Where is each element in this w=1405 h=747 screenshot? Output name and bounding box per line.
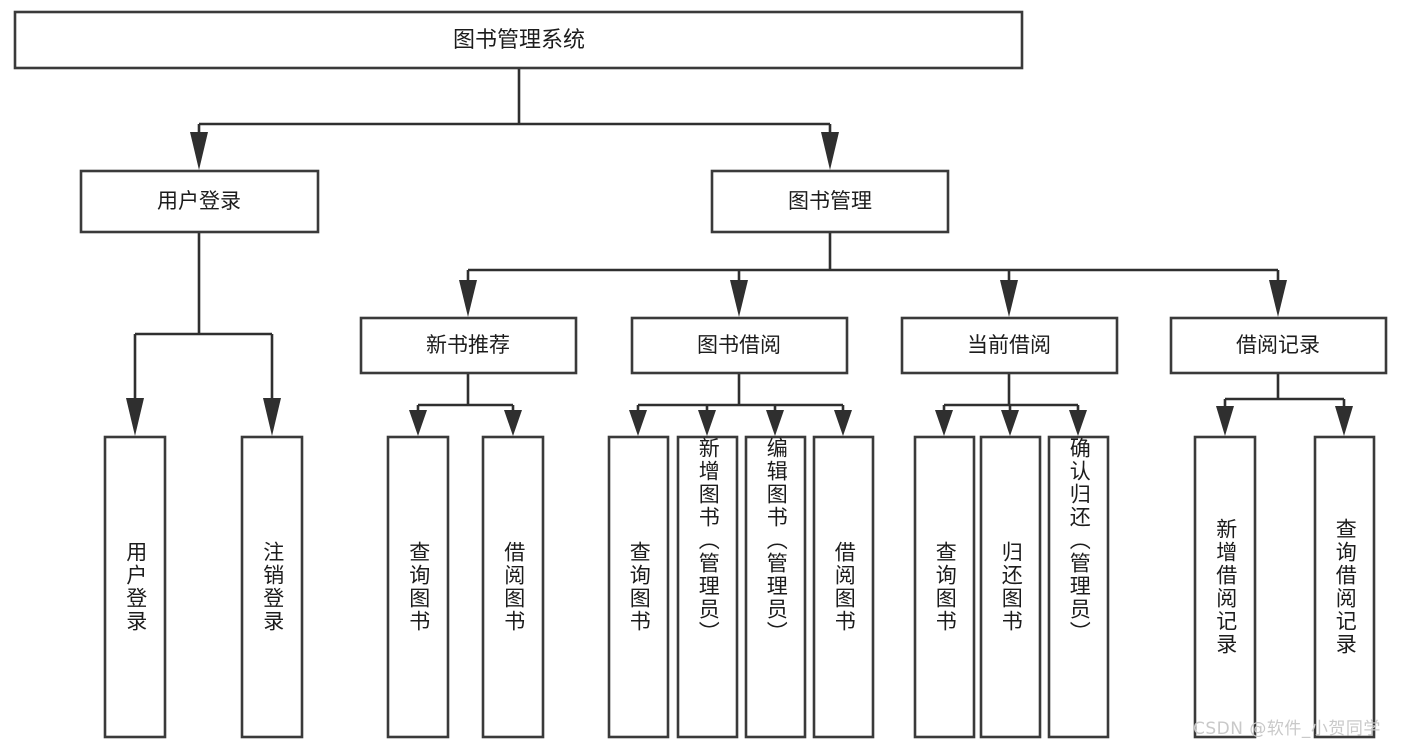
arrow-head-bookborrow-0 [629,410,647,436]
connector-group-newbook-to-leaves [409,373,522,436]
node-level1-user-login-label: 用户登录 [157,189,241,213]
node-leaf-book-borrow-0[interactable] [607,435,670,739]
arrow-head-bookborrow-2 [766,410,784,436]
node-leaf-new-book-recommend-1[interactable] [481,435,545,739]
node-level1-book-management[interactable] [710,169,950,234]
node-leaf-user-login-0[interactable] [103,435,167,739]
connector-group-currentborrow-to-leaves [935,373,1087,436]
arrow-head-level2-1 [730,280,748,317]
node-level2-borrow-record[interactable] [1169,316,1388,375]
arrow-head-currentborrow-2 [1069,410,1087,436]
node-level2-borrow-record-label: 借阅记录 [1236,333,1320,357]
arrow-head-level2-3 [1269,280,1287,317]
arrow-head-level1-1 [821,132,839,170]
node-level2-book-borrow-label: 图书借阅 [697,333,781,357]
node-leaf-borrow-record-0[interactable] [1193,435,1257,739]
node-root-book-management-system[interactable] [13,10,1024,70]
connector-group-borrowrecord-to-leaves [1216,373,1353,436]
arrow-head-borrowrecord-0 [1216,406,1234,436]
connector-group-bookmgmt-to-level2 [459,232,1287,317]
node-leaf-current-borrow-2[interactable] [1047,435,1110,739]
connector-group-bookborrow-to-leaves [629,373,852,436]
arrow-head-bookborrow-1 [698,410,716,436]
arrow-head-newbook-1 [504,410,522,436]
node-leaf-current-borrow-0[interactable] [913,435,976,739]
arrow-head-newbook-0 [409,410,427,436]
csdn-watermark: CSDN @软件_小贺同学 [1193,719,1381,739]
node-leaf-book-borrow-1[interactable] [676,435,739,739]
node-level2-book-borrow[interactable] [630,316,849,375]
arrow-head-userlogin-1 [263,398,281,436]
node-level1-book-management-label: 图书管理 [788,189,872,213]
node-level2-new-book-recommend[interactable] [359,316,578,375]
node-leaf-borrow-record-1[interactable] [1313,435,1376,739]
arrow-head-currentborrow-0 [935,410,953,436]
node-leaf-user-login-1[interactable] [240,435,304,739]
connector-group-root-to-level1 [190,68,839,170]
arrow-head-level2-0 [459,280,477,317]
arrow-head-borrowrecord-1 [1335,406,1353,436]
node-leaf-book-borrow-3[interactable] [812,435,875,739]
node-level2-current-borrow-label: 当前借阅 [967,333,1051,357]
arrow-head-level2-2 [1000,280,1018,317]
node-leaf-book-borrow-2[interactable] [744,435,807,739]
node-level2-new-book-recommend-label: 新书推荐 [426,333,510,357]
arrow-head-level1-0 [190,132,208,170]
node-level1-user-login[interactable] [79,169,320,234]
connector-group-userlogin-to-leaves [126,232,281,436]
node-leaf-current-borrow-1[interactable] [979,435,1042,739]
arrow-head-userlogin-0 [126,398,144,436]
node-level2-current-borrow[interactable] [900,316,1119,375]
node-root-label: 图书管理系统 [453,28,585,53]
node-leaf-new-book-recommend-0[interactable] [386,435,450,739]
arrow-head-bookborrow-3 [834,410,852,436]
arrow-head-currentborrow-1 [1001,410,1019,436]
